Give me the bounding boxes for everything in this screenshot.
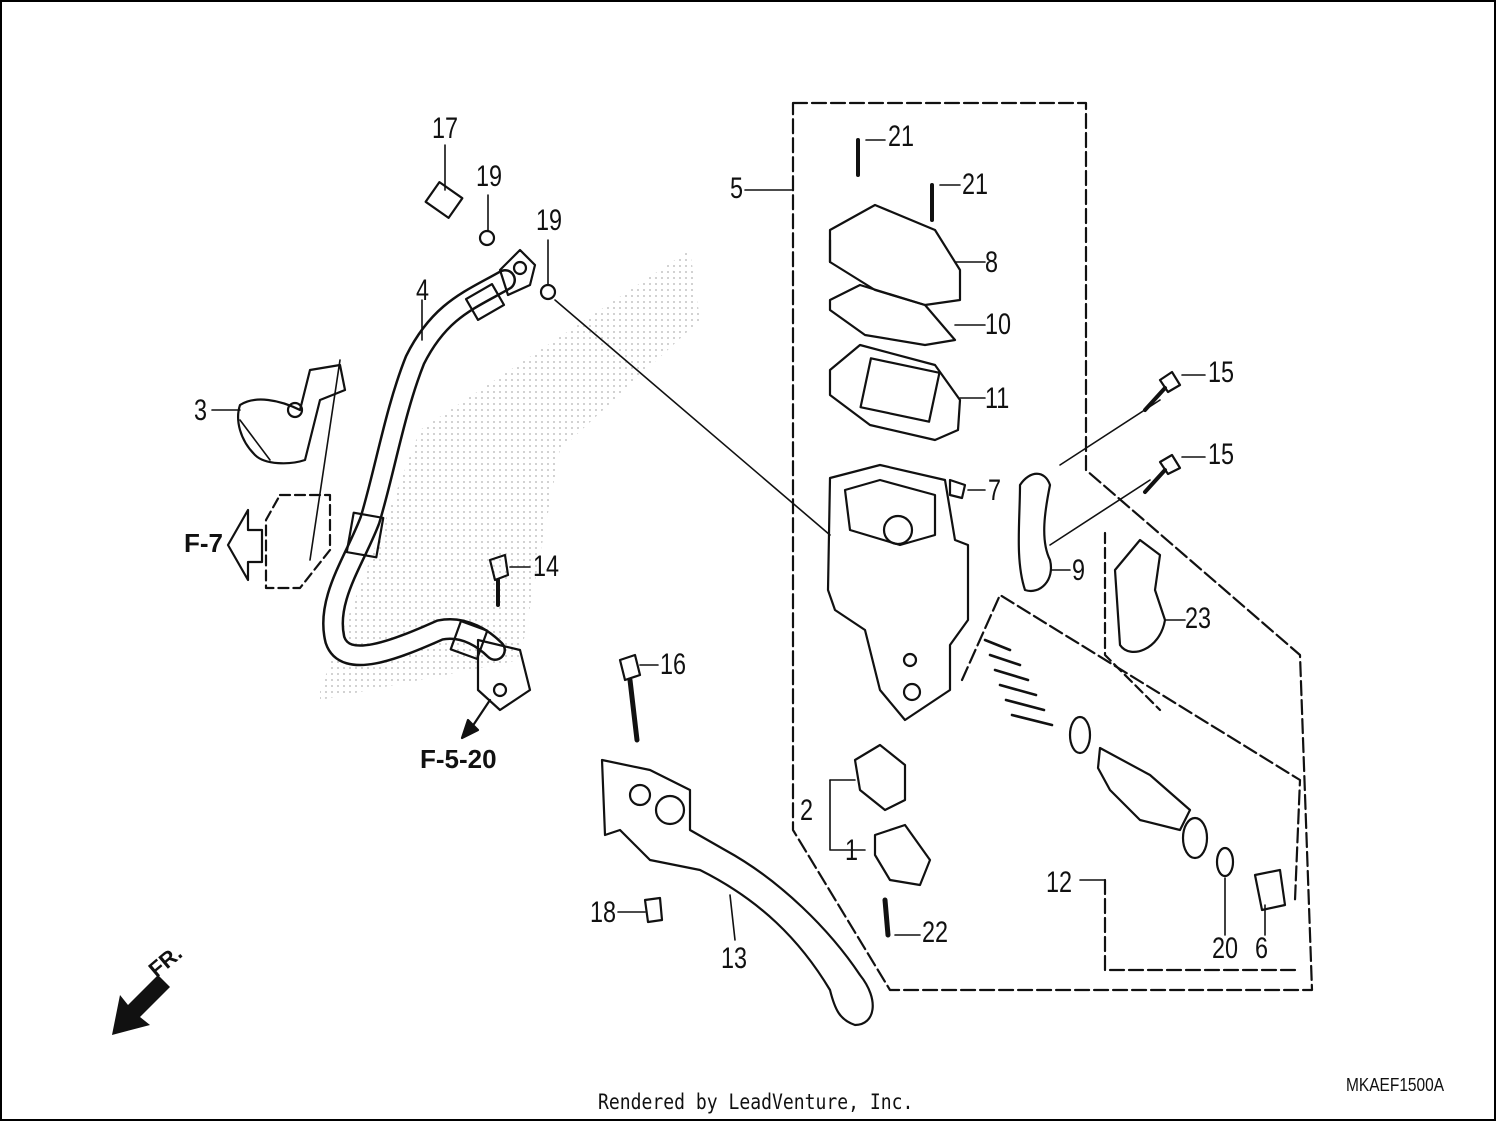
piston-box [960,593,1302,902]
callout-21: 21 [888,120,915,153]
callout-15: 15 [1208,438,1235,471]
footer-credit: Rendered by LeadVenture, Inc. [598,1090,914,1114]
return-spring [983,638,1054,727]
f7-arrow-icon [226,508,264,582]
callout-6: 6 [1255,932,1269,965]
brake-lever-13 [600,758,874,1027]
brake-switch [853,743,907,812]
ref-f520[interactable]: F-5-20 [420,744,497,774]
callout-3: 3 [194,394,208,427]
callout-19: 19 [476,160,503,193]
callout-10: 10 [985,308,1012,341]
callout-13: 13 [721,942,748,975]
master-cylinder-body [826,463,970,722]
handlebar-shading [320,250,700,700]
callout-23: 23 [1185,602,1212,635]
callout-4: 4 [416,274,430,307]
callout-8: 8 [985,246,999,279]
holder-9 [1017,472,1053,593]
callout-14: 14 [533,550,560,583]
hose-clamp-3 [237,363,347,465]
callout-9: 9 [1072,554,1086,587]
reservoir-cap-8 [828,203,962,307]
front-direction-arrow-icon [112,975,170,1035]
diagram-code: MKAEF1500A [1346,1075,1445,1095]
callout-20: 20 [1212,932,1239,965]
callout-2: 2 [800,794,814,827]
callout-1: 1 [845,834,859,867]
callout-22: 22 [922,916,949,949]
callout-19: 19 [536,204,563,237]
callout-12: 12 [1046,866,1073,899]
callout-17: 17 [432,112,459,145]
callout-18: 18 [590,896,617,929]
callout-11: 11 [985,382,1010,415]
callout-5: 5 [730,172,744,205]
callout-16: 16 [660,648,687,681]
brake-hose [322,248,537,712]
ref-f7[interactable]: F-7 [184,528,223,558]
assembly-box-5 [791,101,1314,992]
callout-15: 15 [1208,356,1235,389]
callout-7: 7 [988,474,1002,507]
callout-21: 21 [962,168,989,201]
